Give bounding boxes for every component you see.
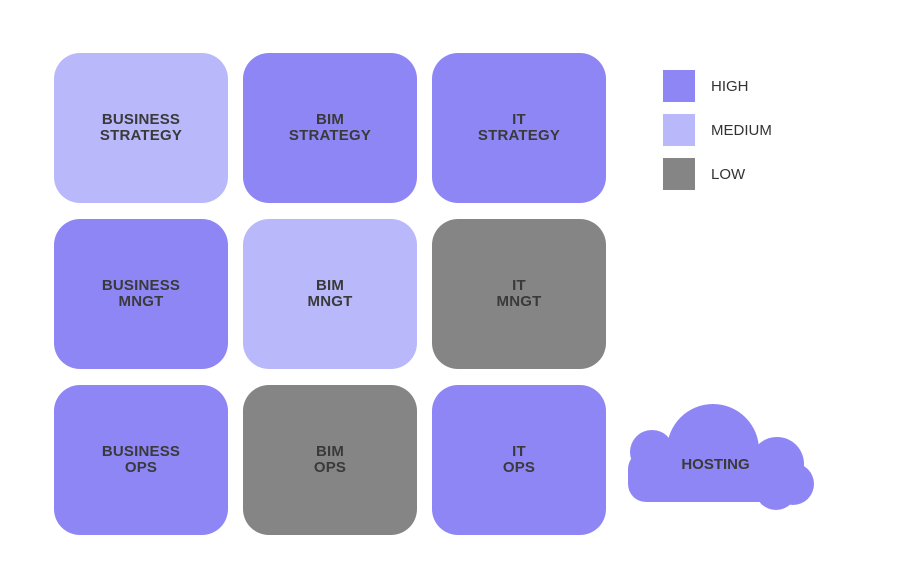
legend-item-low: LOW (663, 158, 745, 190)
tile-label-line1: IT (512, 443, 526, 460)
legend-swatch-high (663, 70, 695, 102)
tile-label-line1: IT (512, 277, 526, 294)
legend-swatch-low (663, 158, 695, 190)
tile-label-line2: OPS (124, 459, 158, 476)
tile-label-line2: OPS (313, 459, 347, 476)
tile-label-line1: BUSINESS (101, 277, 181, 294)
tile-label-line1: BIM (315, 277, 345, 294)
legend-label: LOW (711, 165, 746, 183)
tile-label-line2: STRATEGY (99, 127, 183, 144)
legend-item-medium: MEDIUM (663, 114, 772, 146)
tile-label-line1: IT (512, 111, 526, 128)
tile-label-line2: OPS (502, 459, 536, 476)
legend-label: MEDIUM (711, 121, 772, 139)
tile-label-line2: STRATEGY (477, 127, 561, 144)
tile-label-line1: BUSINESS (101, 443, 181, 460)
tile-label-line2: STRATEGY (288, 127, 372, 144)
tile-label-line1: BIM (315, 443, 345, 460)
hosting-cloud-icon (628, 404, 814, 510)
tile-label-line2: MNGT (118, 293, 164, 310)
tile-label-line1: BUSINESS (101, 111, 181, 128)
legend-swatch-medium (663, 114, 695, 146)
legend-label: HIGH (711, 77, 749, 95)
tile-label-line2: MNGT (307, 293, 353, 310)
hosting-label: HOSTING (681, 456, 750, 473)
tile-label-line2: MNGT (496, 293, 542, 310)
legend-item-high: HIGH (663, 70, 749, 102)
tile-label-line1: BIM (315, 111, 345, 128)
